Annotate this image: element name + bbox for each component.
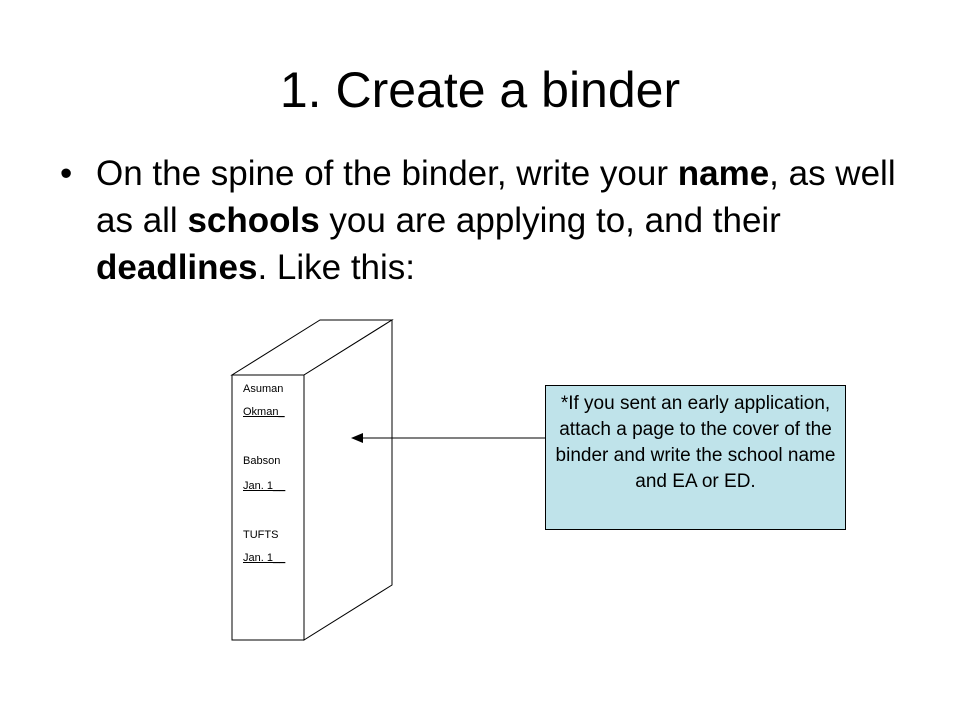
bullet-bold-deadlines: deadlines [96,248,258,287]
spine-deadline-1: Jan. 1__ [243,480,286,492]
bullet-dot: • [60,154,73,193]
bullet-part: you are applying to, and their [319,201,781,240]
bullet-part: , as well as all [96,154,896,240]
spine-deadline-2: Jan. 1__ [243,552,286,564]
spine-name-last: Okman_ [243,406,285,418]
binder-side-face [303,319,393,641]
bullet-bold-name: name [677,154,770,193]
bullet-part: On the spine of the binder, write your [96,154,678,193]
arrow-head [351,433,363,443]
spine-name-first: Asuman [243,383,284,395]
spine-school-1: Babson [243,455,281,467]
note-box: *If you sent an early application, attac… [545,385,846,530]
slide-title: 1. Create a binder [279,62,681,118]
bullet-part: . Like this: [257,248,416,287]
bullet-bold-schools: schools [187,201,320,240]
binder-spine [231,374,305,641]
spine-school-2: TUFTS [243,529,279,541]
bullet-text: On the spine of the binder, write your n… [96,150,926,291]
